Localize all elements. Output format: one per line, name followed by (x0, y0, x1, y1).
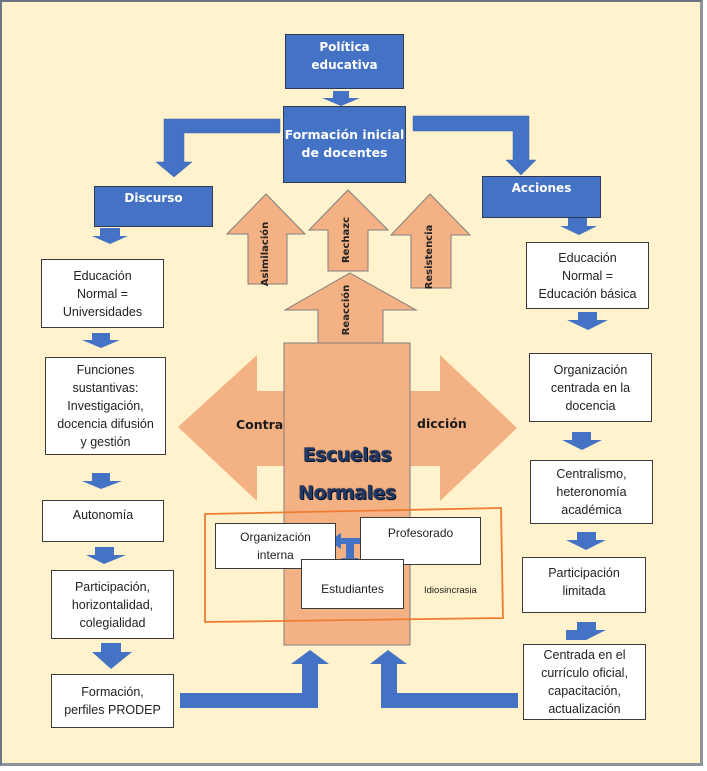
arrow-down-right-1 (567, 312, 608, 330)
left-box-5-text: Formación, perfiles PRODEP (64, 685, 161, 717)
reaccion-label: Reacción (341, 284, 352, 336)
right-box-4-text: Participación limitada (548, 566, 620, 598)
left-box-2-text: Funciones sustantivas: Investigación, do… (57, 363, 154, 449)
right-box-1-text: Educación Normal = Educación básica (538, 250, 637, 301)
acciones-box: Acciones (482, 176, 601, 218)
resistencia-label: Resistencia (424, 224, 435, 290)
arrow-asimilacion (225, 193, 307, 285)
left-box-5: Formación, perfiles PRODEP (51, 674, 174, 728)
arrow-down-left-3 (86, 547, 126, 564)
organizacion-interna-box: Organización interna (215, 523, 336, 569)
escuelas-title-line1: Escuelas (302, 444, 392, 466)
right-box-2-text: Organización centrada en la docencia (550, 362, 631, 413)
arrow-down-left-2 (82, 473, 122, 489)
diccion-label: dicción (417, 416, 467, 431)
arrow-down-left-1 (82, 333, 120, 348)
arrow-resistencia (389, 193, 472, 289)
right-box-2: Organización centrada en la docencia (529, 353, 652, 422)
bent-arrow-to-discurso (155, 118, 281, 178)
estudiantes-text: Estudiantes (321, 582, 384, 596)
profesorado-text: Profesorado (387, 526, 454, 540)
bent-arrow-from-right-bottom (370, 650, 518, 708)
rechazo-label: Rechazc (341, 216, 352, 264)
arrow-down-right-2 (562, 432, 602, 450)
politica-educativa-box: Política educativa (285, 34, 404, 89)
escuelas-title-line2: Normales (298, 482, 396, 504)
left-box-2: Funciones sustantivas: Investigación, do… (45, 357, 166, 455)
left-box-3-text: Autonomía (72, 508, 134, 522)
arrow-down-right-4 (566, 622, 606, 640)
right-box-1: Educación Normal = Educación básica (526, 242, 649, 309)
arrow-down-acciones (560, 218, 597, 235)
estudiantes-box: Estudiantes (301, 559, 404, 609)
arrow-down-left-4 (92, 643, 132, 669)
right-box-5-text: Centrada en el currículo oficial, capaci… (541, 648, 628, 716)
idiosincrasia-label: Idiosincrasia (424, 585, 477, 596)
left-box-1: Educación Normal = Universidades (41, 259, 164, 328)
idiosincrasia-frame (204, 507, 504, 623)
discurso-box: Discurso (94, 186, 213, 227)
profesorado-box: Profesorado (360, 517, 481, 565)
contra-label: Contra (236, 417, 284, 432)
right-box-4: Participación limitada (522, 557, 646, 613)
arrow-down-right-3 (566, 532, 606, 550)
bent-arrow-to-acciones (412, 115, 537, 176)
right-box-5: Centrada en el currículo oficial, capaci… (523, 644, 646, 720)
arrow-down-discurso (92, 228, 128, 244)
arrow-down-politica (322, 91, 360, 106)
left-box-3: Autonomía (42, 500, 164, 542)
left-box-1-text: Educación Normal = Universidades (62, 268, 143, 319)
arrow-rechazo (307, 189, 390, 272)
organizacion-interna-text: Organización interna (240, 530, 311, 562)
bent-arrow-from-left-bottom (180, 650, 329, 708)
formacion-inicial-box: Formación inicial de docentes (283, 106, 406, 183)
right-box-3: Centralismo, heteronomía académica (530, 460, 653, 524)
asimilacion-label: Asimilación (260, 221, 271, 287)
left-box-4-text: Participación, horizontalidad, colegiali… (71, 579, 154, 630)
right-box-3-text: Centralismo, heteronomía académica (556, 467, 627, 517)
left-box-4: Participación, horizontalidad, colegiali… (51, 570, 174, 639)
